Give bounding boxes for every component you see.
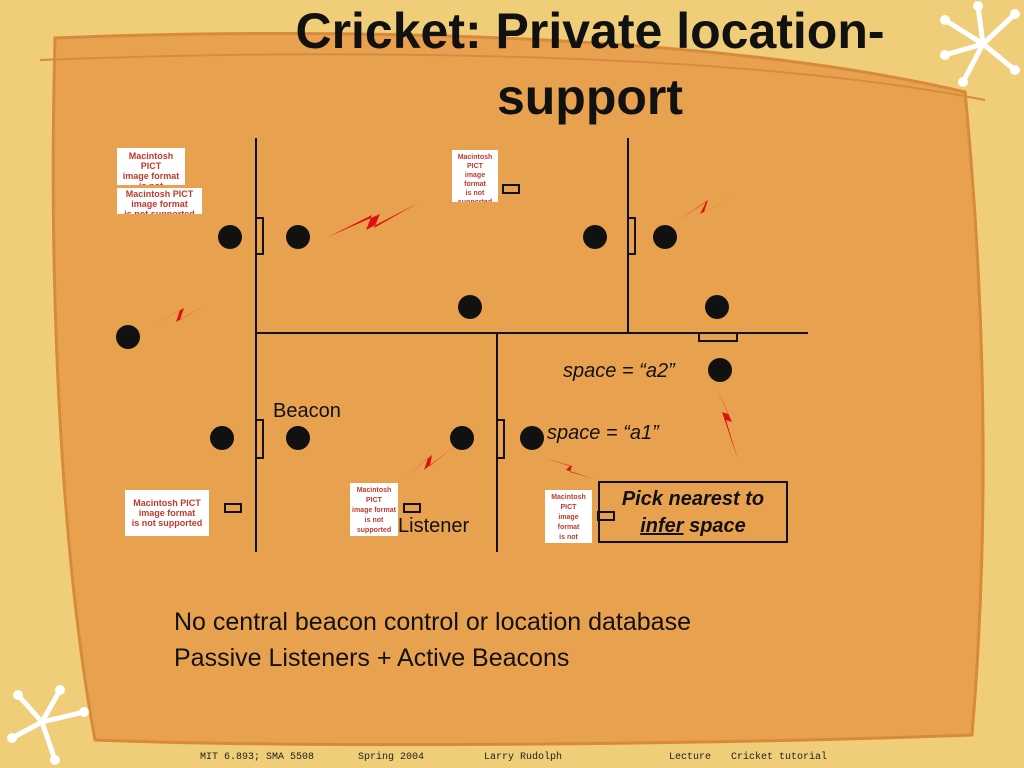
listener-label: Listener [398, 515, 470, 537]
node [520, 426, 544, 450]
lightning-icon [328, 203, 418, 237]
footer-type: Lecture [669, 752, 712, 763]
orange-panel [51, 31, 985, 747]
node [116, 325, 140, 349]
node [583, 225, 607, 249]
slide-title-line2: support [496, 69, 684, 125]
space-a2-label: space = “a2” [563, 360, 675, 382]
node [705, 295, 729, 319]
node [653, 225, 677, 249]
node [286, 225, 310, 249]
slide-title-line1: Cricket: Private location- [295, 3, 885, 59]
wall-brackets [224, 184, 738, 521]
footer-term: Spring 2004 [358, 752, 425, 763]
node [286, 426, 310, 450]
pick-nearest-callout: Pick nearest to infer space [598, 481, 788, 543]
bullet-item: No central beacon control or location da… [174, 608, 691, 636]
panel-outline-sketch [39, 53, 986, 101]
pick-line1: Pick nearest to [621, 488, 765, 510]
pick-space: space [683, 515, 746, 537]
footer-author: Larry Rudolph [484, 752, 563, 763]
lightning-bolts [148, 194, 738, 480]
footer-topic: Cricket tutorial [731, 752, 828, 763]
pick-infer: infer [640, 515, 684, 537]
beacon-label: Beacon [273, 400, 341, 422]
node [708, 358, 732, 382]
node [450, 426, 474, 450]
bullet-list: No central beacon control or location da… [174, 604, 691, 676]
lightning-icon [544, 458, 595, 479]
space-a1-label: space = “a1” [547, 422, 659, 444]
starburst-icon [942, 3, 1018, 85]
footer-course: MIT 6.893; SMA 5508 [200, 752, 315, 763]
node [458, 295, 482, 319]
lightning-icon [402, 448, 452, 480]
node [218, 225, 242, 249]
node [210, 426, 234, 450]
starburst-icon [9, 687, 87, 763]
bullet-item: Passive Listeners + Active Beacons [174, 644, 570, 672]
nodes [116, 225, 732, 450]
